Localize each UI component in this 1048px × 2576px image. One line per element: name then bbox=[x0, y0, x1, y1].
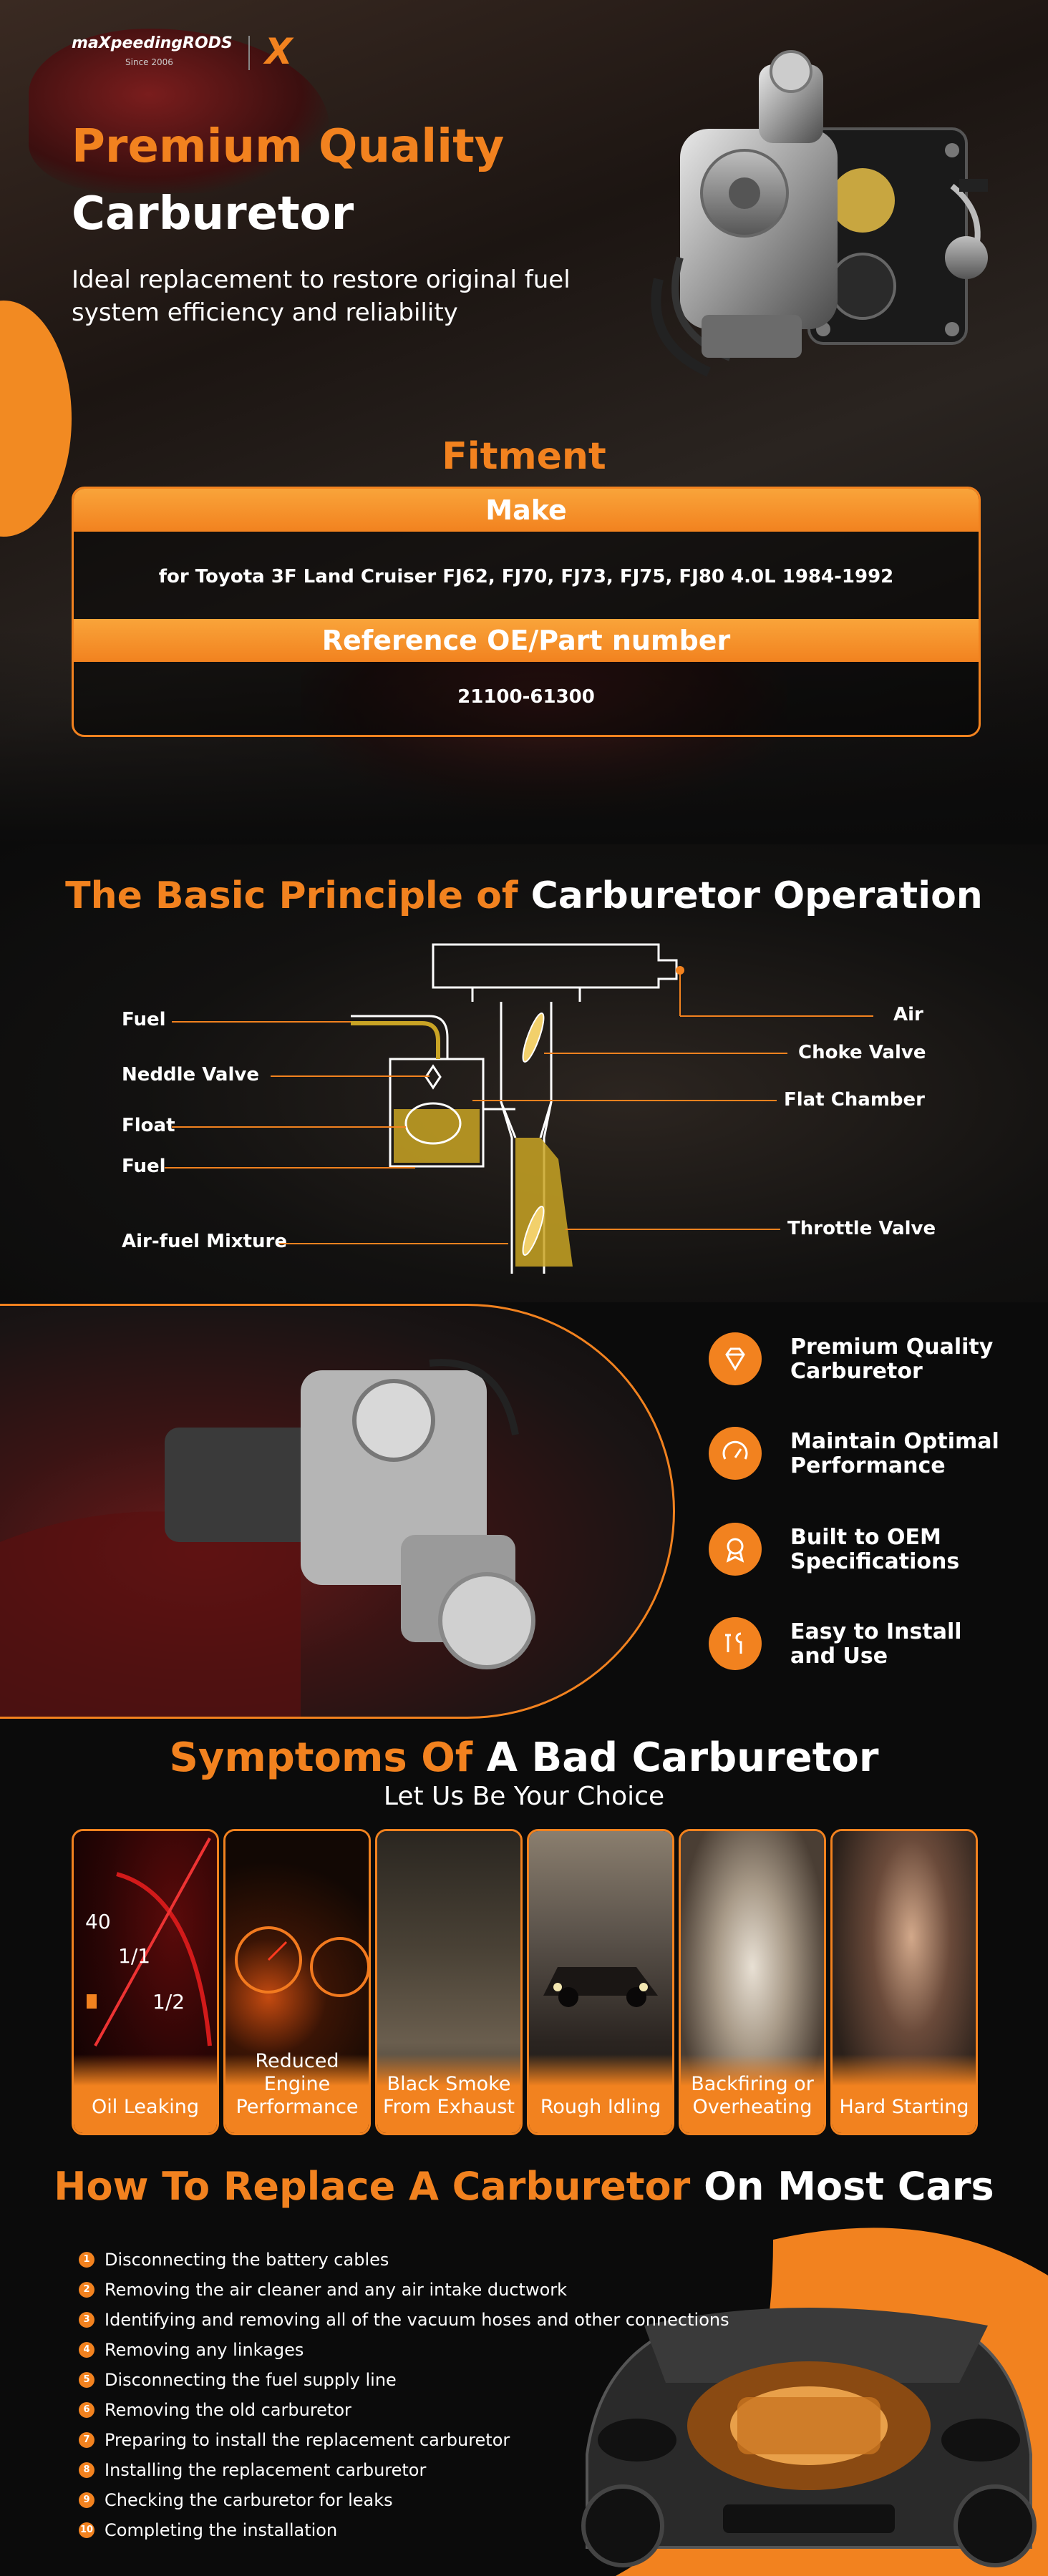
symptom-label: Oil Leaking bbox=[74, 2054, 217, 2133]
hero-subtitle: Ideal replacement to restore original fu… bbox=[72, 265, 571, 327]
principle-title: The Basic Principle of Carburetor Operat… bbox=[0, 874, 1048, 917]
principle-title-part2: Carburetor Operation bbox=[530, 874, 983, 917]
old-car-image bbox=[543, 1967, 658, 2007]
gauge-mark-half: 1/2 bbox=[152, 1990, 185, 2014]
label-air: Air bbox=[893, 1004, 923, 1025]
symptoms-title-part2: A Bad Carburetor bbox=[486, 1735, 879, 1781]
hero-title-line1: Premium Quality bbox=[72, 120, 505, 173]
gauge-icon bbox=[709, 1427, 762, 1480]
label-fuel-top: Fuel bbox=[122, 1009, 166, 1030]
symptom-label: Reduced Engine Performance bbox=[225, 2050, 369, 2133]
make-header: Make bbox=[74, 489, 979, 532]
label-throttle-valve: Throttle Valve bbox=[787, 1218, 936, 1239]
x-brand-icon[interactable]: X bbox=[265, 31, 293, 72]
hero-title-line2: Carburetor bbox=[72, 187, 354, 240]
replace-title-part2: On Most Cars bbox=[704, 2164, 994, 2209]
logo-divider bbox=[248, 36, 250, 70]
brand-since: Since 2006 bbox=[125, 57, 173, 67]
symptom-label: Rough Idling bbox=[529, 2054, 672, 2133]
label-air-fuel-mixture: Air-fuel Mixture bbox=[122, 1231, 288, 1252]
gauge-dial-image bbox=[87, 1838, 212, 2046]
symptom-label: Black Smoke From Exhaust bbox=[377, 2054, 520, 2133]
label-choke-valve: Choke Valve bbox=[798, 1042, 926, 1063]
carburetor-photo-image bbox=[0, 1359, 535, 1717]
make-value: for Toyota 3F Land Cruiser FJ62, FJ70, F… bbox=[158, 566, 894, 587]
carburetor-product-image bbox=[651, 50, 988, 377]
principle-title-part1: The Basic Principle of bbox=[65, 874, 518, 917]
symptoms-subtitle: Let Us Be Your Choice bbox=[383, 1782, 665, 1811]
gauge-mark-1: 1/1 bbox=[118, 1944, 151, 1968]
oe-header: Reference OE/Part number bbox=[74, 619, 979, 662]
label-float: Float bbox=[122, 1115, 175, 1136]
engine-bay-photo bbox=[0, 1304, 675, 1719]
symptom-card-rough-idling[interactable]: Rough Idling bbox=[527, 1829, 674, 2135]
symptom-card-backfiring[interactable]: Backfiring or Overheating bbox=[679, 1829, 826, 2135]
label-flat-chamber: Flat Chamber bbox=[784, 1089, 925, 1111]
tools-icon bbox=[709, 1617, 762, 1670]
replace-title-part1: How To Replace A Carburetor bbox=[54, 2164, 691, 2209]
label-needle-valve: Neddle Valve bbox=[122, 1064, 259, 1085]
oe-value: 21100-61300 bbox=[457, 686, 595, 708]
replace-title: How To Replace A Carburetor On Most Cars bbox=[0, 2164, 1048, 2209]
symptom-card-oil-leaking[interactable]: 40 1/1 1/2 Oil Leaking bbox=[72, 1829, 219, 2135]
symptom-card-black-smoke[interactable]: Black Smoke From Exhaust bbox=[375, 1829, 523, 2135]
symptom-card-hard-starting[interactable]: Hard Starting bbox=[830, 1829, 978, 2135]
diamond-icon bbox=[709, 1332, 762, 1385]
badge-icon bbox=[709, 1523, 762, 1576]
symptoms-title-part1: Symptoms Of bbox=[169, 1735, 473, 1781]
fitment-table: Make for Toyota 3F Land Cruiser FJ62, FJ… bbox=[72, 487, 981, 737]
gauge-mark-40: 40 bbox=[85, 1910, 111, 1933]
fitment-title: Fitment bbox=[442, 435, 606, 478]
label-fuel-bottom: Fuel bbox=[122, 1156, 166, 1177]
sports-car-engine-image bbox=[581, 2228, 1048, 2576]
symptom-label: Hard Starting bbox=[833, 2054, 976, 2133]
symptom-label: Backfiring or Overheating bbox=[681, 2054, 824, 2133]
symptoms-title: Symptoms Of A Bad Carburetor bbox=[0, 1735, 1048, 1781]
symptom-card-reduced-performance[interactable]: Reduced Engine Performance bbox=[223, 1829, 371, 2135]
brand-logo[interactable]: maXpeedingRODS bbox=[72, 34, 233, 52]
dashboard-dials-image bbox=[235, 1926, 369, 1997]
orange-accent-shape bbox=[0, 301, 72, 537]
carburetor-diagram bbox=[165, 943, 873, 1274]
